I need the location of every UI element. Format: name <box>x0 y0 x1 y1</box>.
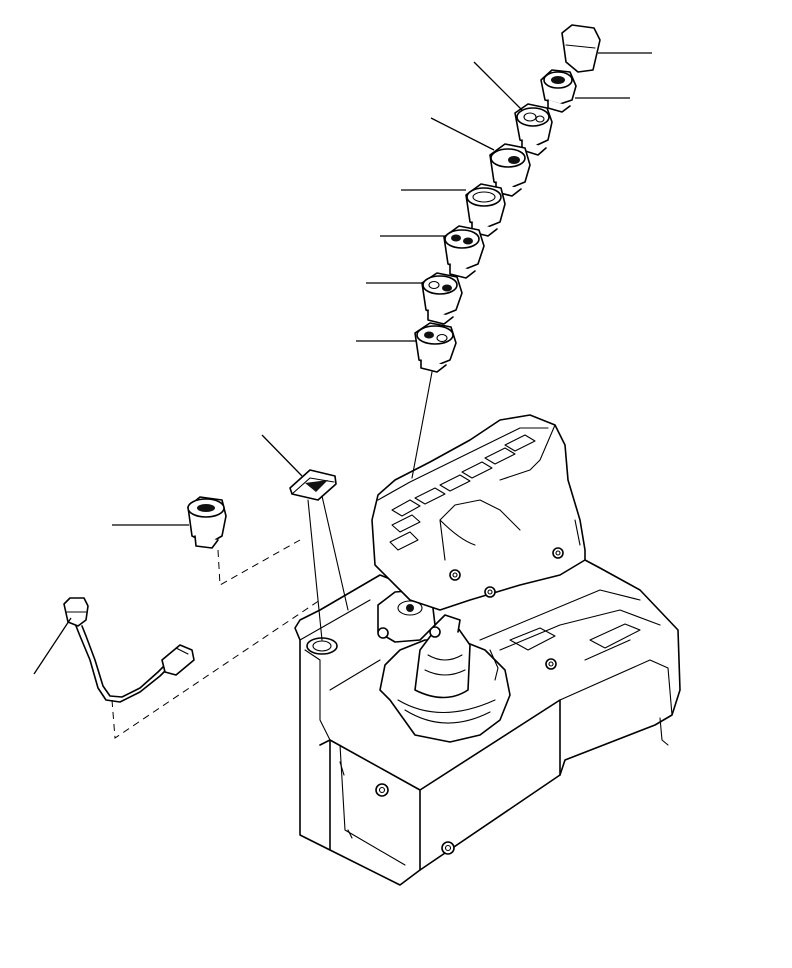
assembly-line-plug <box>307 499 323 641</box>
leader-lines <box>33 52 652 675</box>
assembly-line-switch <box>411 371 433 479</box>
joystick-lever <box>377 589 511 743</box>
rocker-switch-e <box>443 225 485 279</box>
rocker-switch-b <box>514 103 553 156</box>
rocker-switch-g <box>414 322 457 373</box>
assembly-line-plug-b <box>321 495 349 611</box>
assembly-line-harness <box>111 599 321 739</box>
leader-rocker-switch-c <box>430 117 495 151</box>
blank-plug <box>289 469 337 501</box>
rocker-switch-a <box>540 69 577 113</box>
leader-push-button-harness <box>33 617 72 675</box>
leader-blank-plug <box>261 434 303 477</box>
rocker-switch-cap <box>561 24 601 73</box>
push-button-harness <box>63 597 195 703</box>
assembly-line-side-switch <box>217 539 301 586</box>
switch-panel-housing <box>371 414 586 611</box>
side-switch <box>187 496 227 549</box>
leader-rocker-switch-b <box>473 61 523 111</box>
rocker-switch-c <box>489 143 531 197</box>
rocker-switch-f <box>421 272 463 325</box>
